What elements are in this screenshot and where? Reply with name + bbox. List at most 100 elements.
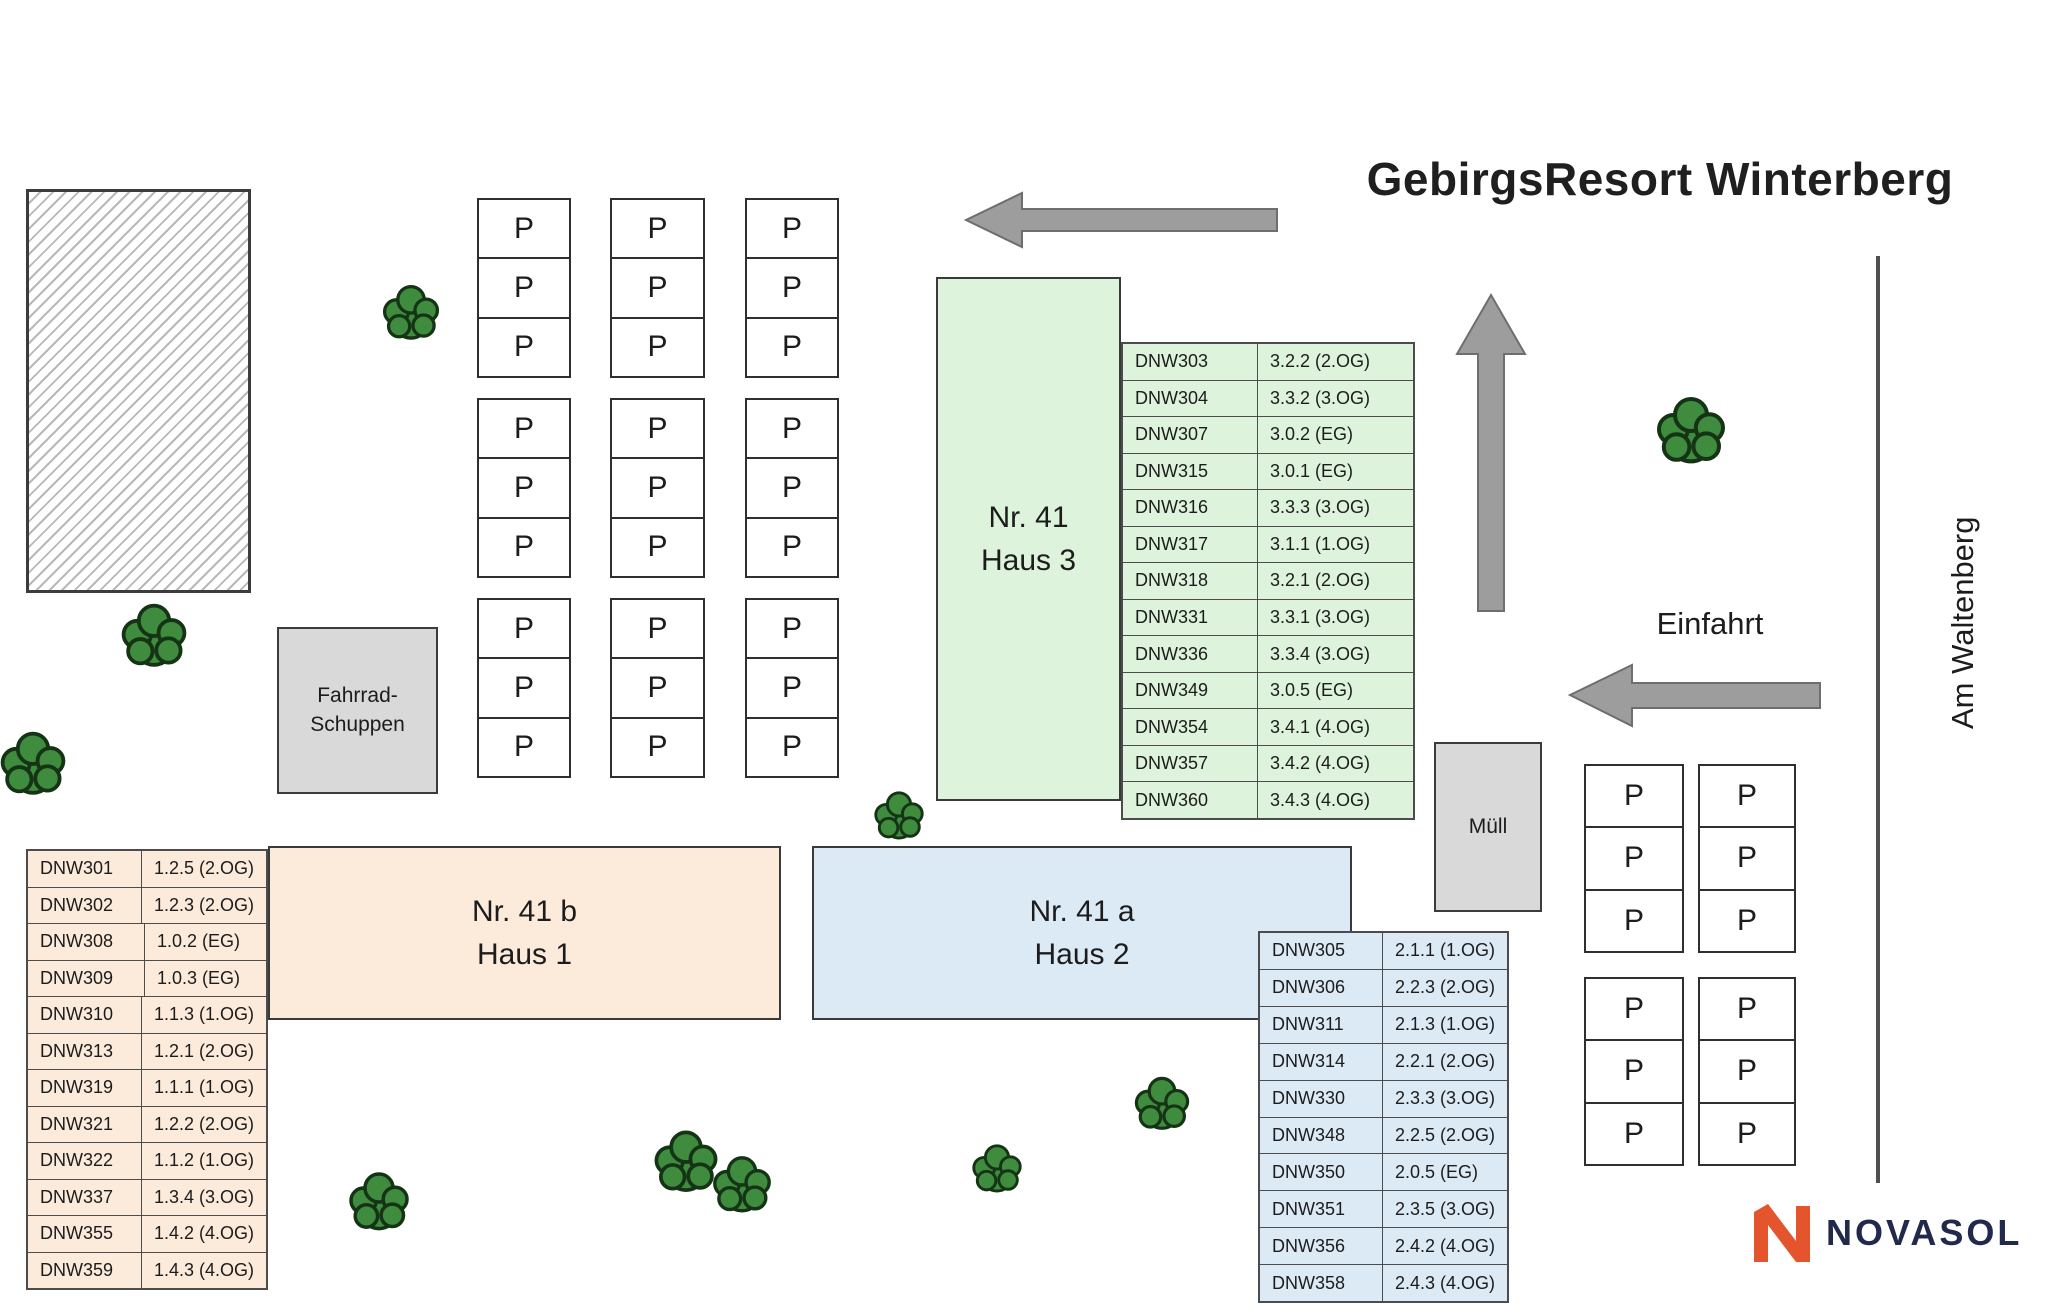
parking-space: P <box>1584 1041 1684 1104</box>
apartment-code: DNW355 <box>40 1223 114 1244</box>
parking-space: P <box>610 459 705 519</box>
apartment-code: DNW302 <box>40 894 114 915</box>
tree-icon <box>708 1151 776 1219</box>
apartment-code: DNW304 <box>1135 387 1209 408</box>
apartment-unit: 1.0.3 (EG) <box>144 960 266 996</box>
apartment-unit: 2.3.5 (3.OG) <box>1381 1191 1507 1228</box>
apartment-unit: 2.3.3 (3.OG) <box>1381 1080 1507 1117</box>
apartment-unit: 3.0.1 (EG) <box>1257 453 1413 490</box>
apartment-code: DNW359 <box>40 1259 114 1280</box>
parking-space: P <box>745 398 839 460</box>
parking-space: P <box>745 718 839 778</box>
apartment-code: DNW321 <box>40 1113 114 1134</box>
apartment-code: DNW337 <box>40 1186 114 1207</box>
parking-space: P <box>1584 764 1684 829</box>
apartment-unit: 3.3.2 (3.OG) <box>1257 380 1413 417</box>
parking-space: P <box>1584 890 1684 953</box>
bike-shed-label-line2: Schuppen <box>310 712 405 736</box>
parking-space: P <box>745 518 839 578</box>
parking-space: P <box>610 598 705 660</box>
apartment-unit: 1.4.3 (4.OG) <box>140 1252 266 1288</box>
apartment-unit: 2.0.5 (EG) <box>1382 1154 1507 1191</box>
apartment-code: DNW316 <box>1135 497 1209 518</box>
building-haus1-number: Nr. 41 b <box>471 894 578 928</box>
apartment-unit: 1.1.3 (1.OG) <box>140 997 266 1033</box>
apartment-code: DNW331 <box>1135 606 1209 627</box>
apartment-unit: 2.2.5 (2.OG) <box>1381 1117 1507 1154</box>
parking-space: P <box>745 598 839 660</box>
apartment-unit: 3.4.2 (4.OG) <box>1257 745 1413 782</box>
parking-space: P <box>1698 1103 1796 1166</box>
parking-space: P <box>610 398 705 460</box>
apartment-code: DNW313 <box>40 1040 114 1061</box>
novasol-n-icon <box>1754 1204 1810 1262</box>
parking-space: P <box>745 259 839 319</box>
tree-icon <box>116 598 192 674</box>
tree-icon <box>1651 391 1731 471</box>
hatched-area <box>26 189 251 593</box>
apartment-unit: 1.2.3 (2.OG) <box>140 887 266 923</box>
apartment-unit: 3.4.3 (4.OG) <box>1257 782 1413 818</box>
apartment-unit: 3.3.4 (3.OG) <box>1257 636 1413 672</box>
brand-logo: NOVASOL <box>1752 1203 2022 1263</box>
apartment-code: DNW330 <box>1272 1088 1346 1109</box>
parking-space: P <box>1698 890 1796 953</box>
apartment-code: DNW349 <box>1135 680 1209 701</box>
apartment-unit: 1.3.4 (3.OG) <box>140 1179 266 1215</box>
parking-space: P <box>610 518 705 578</box>
parking-space: P <box>477 198 571 260</box>
apartment-code: DNW301 <box>40 858 114 879</box>
apartment-code: DNW356 <box>1272 1235 1346 1256</box>
apartment-code: DNW318 <box>1135 570 1209 591</box>
apartment-code: DNW336 <box>1135 643 1209 664</box>
building-haus2-name: Haus 2 <box>1034 938 1130 971</box>
parking-space: P <box>745 459 839 519</box>
apartment-unit: 2.1.3 (1.OG) <box>1381 1006 1507 1043</box>
apartment-code: DNW322 <box>40 1150 114 1171</box>
apartment-unit: 3.4.1 (4.OG) <box>1257 709 1413 745</box>
parking-space: P <box>1584 828 1684 891</box>
apartment-code: DNW310 <box>40 1004 114 1025</box>
entrance-arrow-icon <box>1567 663 1821 728</box>
page-title: GebirgsResort Winterberg <box>1366 153 1954 205</box>
arrow-up-icon <box>1455 292 1527 612</box>
arrow-left-icon <box>963 191 1278 249</box>
parking-space: P <box>610 259 705 319</box>
apartment-code: DNW308 <box>40 931 114 952</box>
parking-space: P <box>1584 977 1684 1042</box>
table-row: DNW336 3.3.4 (3.OG) <box>1123 635 1413 672</box>
parking-space: P <box>745 659 839 719</box>
apartment-code: DNW319 <box>40 1077 114 1098</box>
parking-space: P <box>745 198 839 260</box>
apartment-code: DNW303 <box>1135 351 1209 372</box>
brand-name: NOVASOL <box>1826 1212 2023 1253</box>
parking-space: P <box>1698 1041 1796 1104</box>
apartment-unit: 2.4.3 (4.OG) <box>1381 1265 1507 1302</box>
tree-icon <box>870 787 928 845</box>
bike-shed: Fahrrad- Schuppen <box>277 627 438 794</box>
apartment-unit: 3.0.2 (EG) <box>1257 417 1413 453</box>
table-row: DNW304 3.3.2 (3.OG) <box>1123 379 1413 417</box>
bike-shed-label-line1: Fahrrad- <box>317 684 398 708</box>
